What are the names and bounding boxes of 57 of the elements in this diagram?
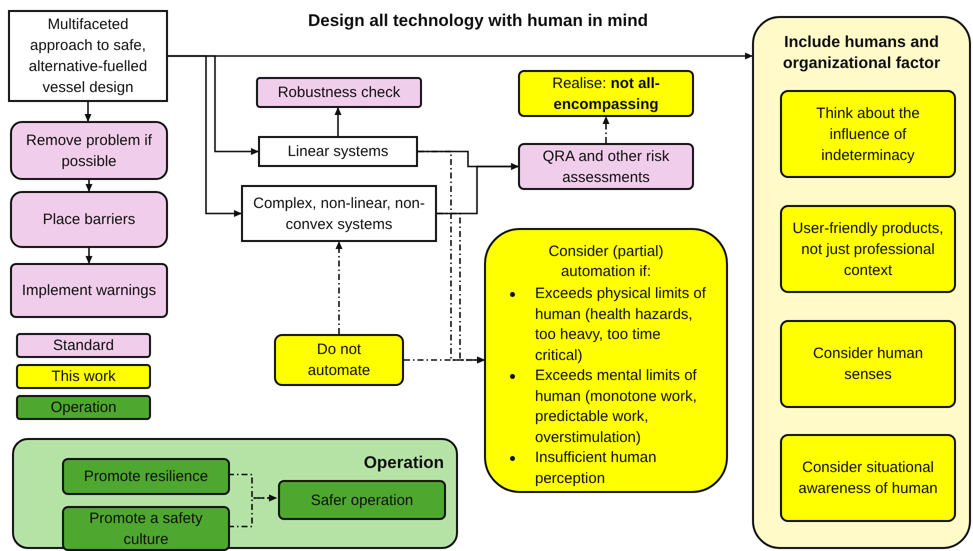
process-box: [780, 434, 956, 522]
node-text: QRA and other risk assessments: [542, 146, 670, 188]
arrow: [84, 102, 92, 122]
process-box: [518, 70, 694, 117]
node-heading: Consider (partial) automation if:: [547, 242, 665, 282]
legend-label: Standard: [53, 336, 114, 354]
process-box: [278, 480, 446, 520]
bullet-item: Exceeds mental limits of human (monotone work, predictable work, overstimulation): [535, 366, 698, 448]
node-text: Remove problem if possible: [25, 130, 153, 172]
arrow: [168, 55, 242, 217]
node-text: Complex, non-linear, non-convex systems: [252, 194, 426, 234]
node-text: User-friendly products, not just professional context: [792, 218, 944, 280]
diagram-title: Design all technology with human in mind: [306, 10, 650, 32]
arrow: [86, 180, 92, 192]
process-box: [780, 320, 956, 408]
process-box: [258, 136, 418, 167]
node-text: Robustness check: [278, 83, 400, 103]
process-box: [241, 185, 437, 242]
node-text: Multifaceted approach to safe, alternative-fuelled vessel design: [28, 15, 148, 98]
process-box: [8, 10, 168, 102]
dashed-arrow: [336, 241, 342, 334]
panel-heading: Operation: [364, 452, 444, 473]
node-text: Linear systems: [288, 142, 388, 162]
node-text: Do not automate: [306, 340, 372, 381]
dashed-arrow: [602, 116, 610, 143]
rounded-box: [484, 228, 728, 493]
node-text: Safer operation: [310, 490, 414, 510]
process-box: [780, 205, 956, 293]
node-text: Implement warnings: [22, 281, 156, 301]
process-box: [62, 506, 230, 551]
process-box: [62, 458, 230, 495]
panel-heading: Include humans and organizational factor: [782, 33, 942, 74]
dashed-arrow: [437, 212, 485, 364]
dashed-arrow: [228, 474, 277, 502]
dashed-arrow: [228, 494, 277, 528]
arrow: [86, 248, 92, 264]
node-text: Promote a safety culture: [88, 508, 204, 550]
process-box: [780, 90, 956, 178]
bullet-item: Insufficient human perception: [535, 448, 658, 488]
group-panel: [752, 16, 971, 549]
node-text: Promote resilience: [84, 467, 208, 487]
process-box: [256, 77, 422, 108]
process-box: [10, 191, 168, 248]
node-text: Consider situational awareness of human: [797, 458, 939, 499]
legend-label: This work: [51, 368, 116, 386]
process-box: [10, 263, 168, 318]
arrow: [334, 107, 342, 136]
bullet-item: Exceeds physical limits of human (health hazards, too heavy, too time critical): [535, 284, 707, 366]
node-text: Think about the influence of indeterminacy: [815, 104, 921, 166]
process-box: [10, 121, 168, 180]
process-box: [274, 334, 404, 386]
process-box: [518, 143, 694, 190]
node-text: Place barriers: [42, 210, 136, 230]
node-text: Realise: not all-encompassing: [551, 74, 661, 114]
group-panel: [12, 438, 458, 549]
legend-label: Operation: [50, 398, 116, 416]
node-text: Consider human senses: [812, 344, 924, 385]
